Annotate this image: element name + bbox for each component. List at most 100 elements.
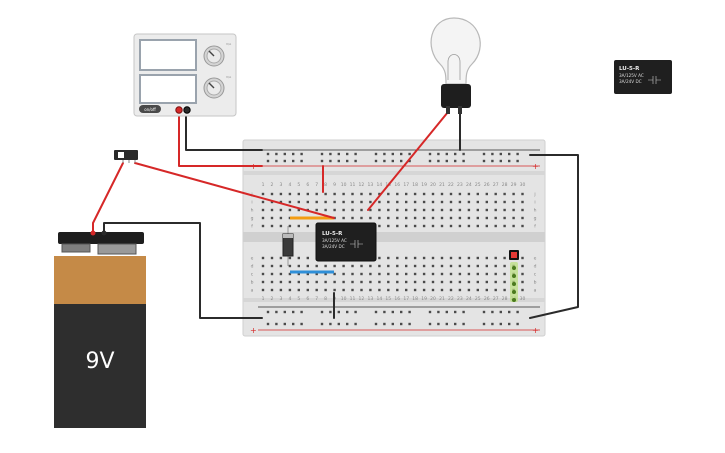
breadboard-hole[interactable] [275,310,278,314]
breadboard-hole[interactable] [342,272,345,276]
breadboard-hole[interactable] [476,200,479,204]
relay-on-board[interactable]: LU-5-R 3A/125V AC 3A/24V DC [315,222,377,262]
current-knob[interactable] [203,77,225,99]
breadboard-hole[interactable] [440,280,444,284]
breadboard-hole[interactable] [458,288,462,292]
breadboard-hole[interactable] [440,192,444,196]
breadboard-hole[interactable] [360,272,363,276]
breadboard-hole[interactable] [462,310,465,314]
breadboard-hole[interactable] [279,288,283,292]
breadboard-hole[interactable] [494,208,497,212]
breadboard-hole[interactable] [508,310,511,314]
breadboard-hole[interactable] [445,322,448,326]
breadboard-hole[interactable] [279,224,283,228]
breadboard-hole[interactable] [512,200,515,204]
breadboard-hole[interactable] [405,200,408,204]
breadboard-hole[interactable] [508,322,511,326]
breadboard-hole[interactable] [369,288,372,292]
breadboard-holes[interactable] [261,152,524,326]
breadboard-hole[interactable] [351,200,354,204]
breadboard-hole[interactable] [266,159,270,163]
breadboard-hole[interactable] [369,264,372,268]
breadboard-hole[interactable] [462,159,465,163]
breadboard-hole[interactable] [428,152,432,156]
breadboard-hole[interactable] [521,288,524,292]
breadboard-hole[interactable] [476,288,479,292]
breadboard-hole[interactable] [266,310,270,314]
breadboard-hole[interactable] [270,208,274,212]
breadboard-hole[interactable] [405,288,408,292]
breadboard-hole[interactable] [369,208,372,212]
breadboard-hole[interactable] [499,152,502,156]
breadboard-hole[interactable] [279,200,283,204]
breadboard-hole[interactable] [400,159,403,163]
breadboard-hole[interactable] [428,159,432,163]
breadboard-hole[interactable] [270,216,274,220]
breadboard-hole[interactable] [315,288,318,292]
breadboard-hole[interactable] [378,208,381,212]
breadboard-hole[interactable] [333,208,336,212]
breadboard-hole[interactable] [437,310,440,314]
breadboard-hole[interactable] [476,224,479,228]
breadboard-hole[interactable] [431,272,435,276]
breadboard-hole[interactable] [521,272,524,276]
battery-terminal-positive[interactable] [97,243,137,255]
breadboard-hole[interactable] [454,152,457,156]
breadboard-hole[interactable] [351,208,354,212]
breadboard-hole[interactable] [467,224,471,228]
breadboard-hole[interactable] [440,216,444,220]
breadboard-hole[interactable] [292,152,295,156]
breadboard-hole[interactable] [428,310,432,314]
breadboard-hole[interactable] [521,216,524,220]
breadboard-hole[interactable] [494,256,497,260]
breadboard-hole[interactable] [396,280,399,284]
breadboard-hole[interactable] [405,216,408,220]
breadboard-hole[interactable] [288,216,292,220]
breadboard-hole[interactable] [374,159,378,163]
breadboard-hole[interactable] [422,192,426,196]
power-button[interactable]: on/off [139,105,161,113]
wire-right-rail-loop[interactable] [529,154,579,319]
breadboard-hole[interactable] [360,288,363,292]
negative-terminal[interactable] [183,106,191,114]
breadboard-hole[interactable] [467,200,471,204]
breadboard-hole[interactable] [396,272,399,276]
breadboard-hole[interactable] [306,200,309,204]
breadboard-hole[interactable] [324,192,327,196]
battery-terminal-negative[interactable] [61,243,91,253]
breadboard-hole[interactable] [396,264,399,268]
breadboard-hole[interactable] [300,310,303,314]
wire-switch-to-battery[interactable] [92,162,124,234]
breadboard-hole[interactable] [431,280,435,284]
breadboard-hole[interactable] [400,310,403,314]
breadboard-hole[interactable] [292,322,295,326]
breadboard-hole[interactable] [494,288,497,292]
breadboard-hole[interactable] [413,200,417,204]
breadboard-hole[interactable] [279,216,283,220]
breadboard-hole[interactable] [351,280,354,284]
breadboard-hole[interactable] [458,256,462,260]
breadboard-hole[interactable] [315,264,318,268]
breadboard-hole[interactable] [346,310,349,314]
breadboard-hole[interactable] [408,152,411,156]
breadboard-hole[interactable] [437,159,440,163]
light-bulb[interactable] [430,17,481,114]
breadboard-hole[interactable] [351,288,354,292]
breadboard-hole[interactable] [333,192,336,196]
breadboard-hole[interactable] [297,224,300,228]
breadboard-hole[interactable] [279,264,283,268]
breadboard-hole[interactable] [270,224,274,228]
breadboard-hole[interactable] [467,208,471,212]
breadboard-hole[interactable] [297,208,300,212]
voltage-knob[interactable] [203,45,225,67]
breadboard-hole[interactable] [378,224,381,228]
breadboard-hole[interactable] [279,280,283,284]
breadboard-hole[interactable] [445,159,448,163]
breadboard-hole[interactable] [405,192,408,196]
breadboard-hole[interactable] [342,192,345,196]
breadboard-hole[interactable] [337,310,340,314]
breadboard-hole[interactable] [329,310,332,314]
breadboard-hole[interactable] [374,322,378,326]
breadboard-hole[interactable] [275,159,278,163]
breadboard-hole[interactable] [521,200,524,204]
